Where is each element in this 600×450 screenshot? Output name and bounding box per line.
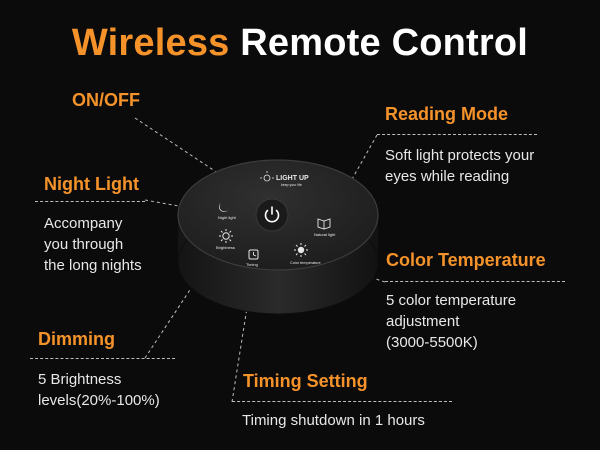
dimming-description: 5 Brightness levels(20%-100%) (38, 369, 160, 411)
night-light-button[interactable]: Night light (218, 203, 237, 220)
color-desc-line-2: adjustment (386, 313, 460, 330)
onoff-label: ON/OFF (72, 90, 140, 110)
reading-mode-label: Reading Mode (385, 104, 509, 124)
page-title: Wireless Remote Control (0, 22, 600, 65)
night-light-description: Accompany you through the long nights (44, 213, 142, 276)
timer-icon (248, 249, 259, 260)
sun-icon (294, 243, 308, 257)
natural-light-button[interactable]: Natural light (314, 218, 336, 237)
brand-logo-icon: LIGHT UP keep your life (260, 171, 309, 187)
night-desc-line-2: you through (44, 236, 124, 253)
reading-mode-divider (377, 134, 537, 135)
brightness-button-label: Brightness (216, 245, 235, 250)
color-desc-line-1: 5 color temperature (386, 292, 517, 309)
pointer-onoff (134, 117, 267, 206)
reading-desc-line-1: Soft light protects your (385, 147, 535, 164)
color-desc-line-3: (3000-5500K) (386, 334, 478, 351)
color-temperature-description: 5 color temperature adjustment (3000-550… (386, 290, 516, 353)
color-temperature-label: Color Temperature (386, 250, 546, 270)
brightness-button[interactable]: Brightness (216, 229, 235, 250)
color-button-label: Color temperature (290, 261, 321, 265)
timing-setting-label: Timing Setting (243, 371, 368, 391)
brand-name: LIGHT UP (276, 175, 309, 182)
night-light-divider (35, 201, 145, 202)
power-button[interactable] (255, 198, 289, 232)
title-rest: Remote Control (240, 22, 529, 64)
reading-desc-line-2: eyes while reading (385, 168, 510, 185)
natural-button-label: Natural light (314, 232, 336, 237)
timing-setting-description: Timing shutdown in 1 hours (242, 410, 425, 431)
reading-mode-description: Soft light protects your eyes while read… (385, 145, 534, 187)
timing-button-label: Timing (246, 262, 258, 267)
night-light-label: Night Light (44, 174, 139, 194)
dimming-desc-line-1: 5 Brightness (38, 371, 122, 388)
timing-desc-line-1: Timing shutdown in 1 hours (242, 412, 425, 429)
night-desc-line-1: Accompany (44, 215, 123, 232)
night-button-label: Night light (218, 215, 237, 220)
sun-icon (219, 229, 233, 243)
pointer-timing (231, 269, 254, 403)
power-icon (264, 206, 280, 223)
dimming-divider (30, 358, 175, 359)
book-icon (317, 218, 331, 230)
color-temperature-button[interactable]: Color temperature (290, 243, 321, 265)
timing-setting-divider (232, 401, 452, 402)
title-accent: Wireless (71, 22, 230, 64)
brand-tagline: keep your life (281, 183, 302, 187)
timing-button[interactable]: Timing (246, 249, 259, 267)
night-desc-line-3: the long nights (44, 257, 142, 274)
dimming-desc-line-2: levels(20%-100%) (38, 392, 160, 409)
dimming-label: Dimming (38, 329, 116, 349)
color-temperature-divider (385, 281, 565, 282)
